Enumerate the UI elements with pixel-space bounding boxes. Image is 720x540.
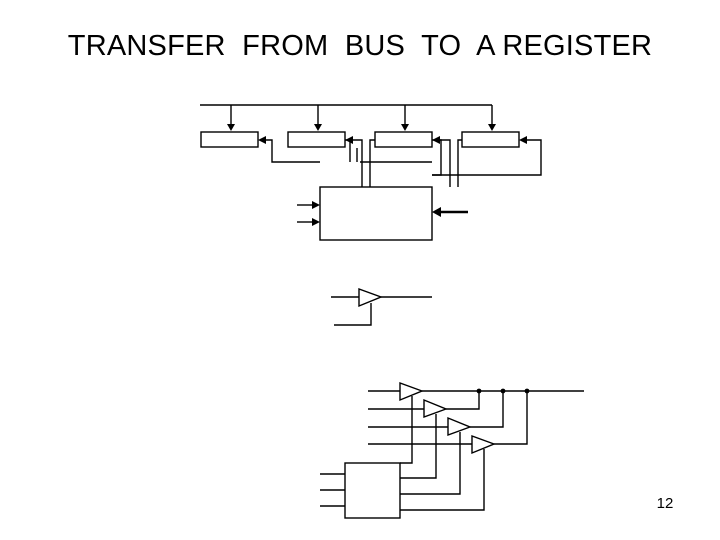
buffer-1 — [399, 382, 424, 402]
top-bus — [200, 104, 496, 131]
page-number: 12 — [656, 495, 674, 512]
single-buffer — [331, 288, 432, 326]
buffer-4 — [471, 435, 496, 455]
register-2 — [287, 131, 346, 148]
register-1 — [200, 131, 259, 148]
slide-title: TRANSFER FROM BUS TO A REGISTER — [67, 30, 653, 62]
register-4 — [461, 131, 520, 148]
buffer-2 — [423, 398, 448, 418]
selector-inputs — [297, 201, 468, 226]
bus-driver — [320, 382, 584, 519]
selector-block — [319, 186, 433, 241]
register-feedback — [258, 136, 542, 176]
buffer-3 — [447, 416, 472, 436]
decoder-block — [344, 462, 401, 519]
register-3 — [374, 131, 433, 148]
